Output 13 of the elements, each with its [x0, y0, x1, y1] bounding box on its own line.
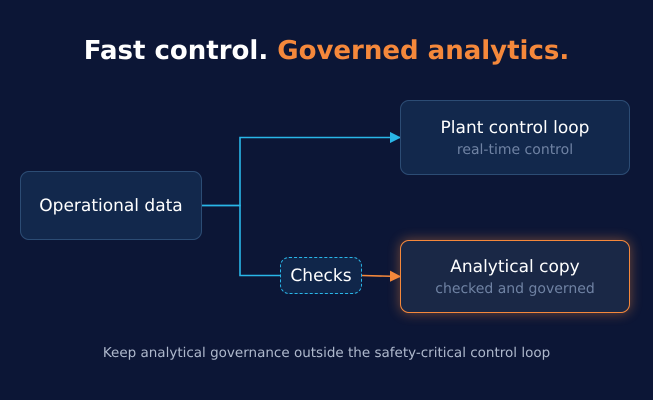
check-box	[280, 257, 362, 294]
node-subtitle: checked and governed	[435, 280, 595, 296]
process-box	[400, 100, 630, 175]
node-title: Operational data	[39, 196, 183, 216]
node-title: Checks	[290, 266, 352, 286]
node-subtitle: real-time control	[456, 142, 574, 158]
connector-arrow	[362, 270, 402, 282]
title: Fast control. Governed analytics.	[82, 36, 570, 66]
caption: Keep analytical governance outside the safety-critical control loop	[102, 344, 552, 363]
output-box	[400, 240, 630, 313]
node-title: Analytical copy	[450, 256, 580, 276]
source-box	[20, 171, 202, 240]
node-title: Plant control loop	[440, 118, 590, 138]
